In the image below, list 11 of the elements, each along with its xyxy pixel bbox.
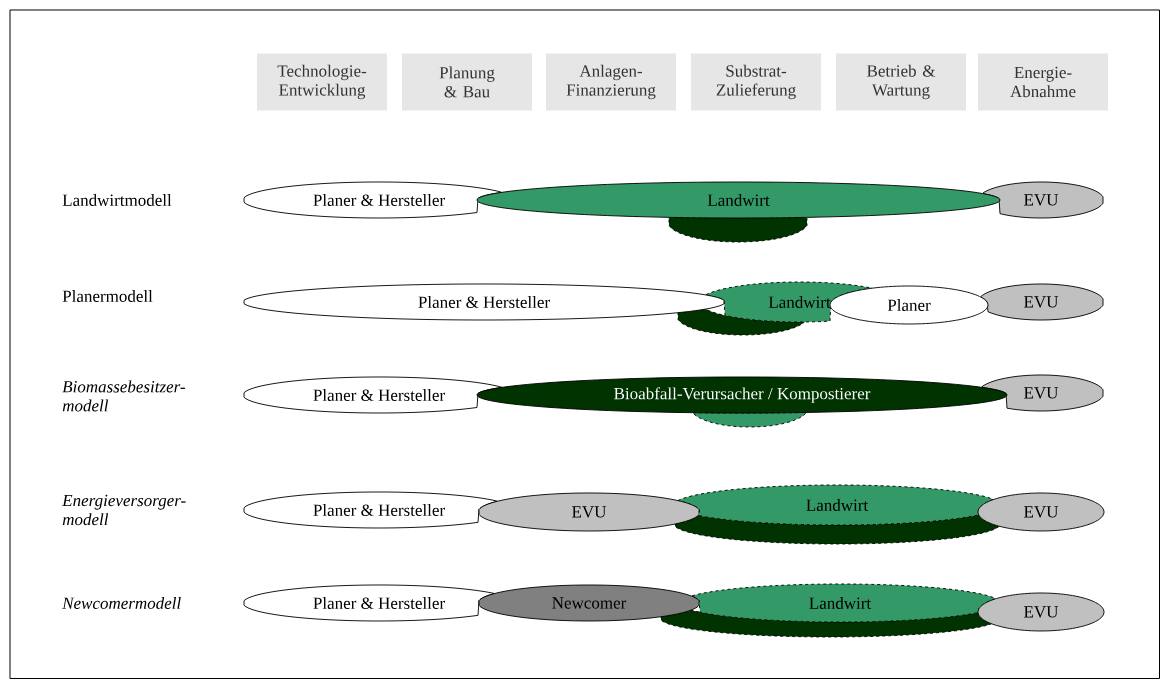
header-box: Anlagen-Finanzierung bbox=[546, 53, 676, 111]
header-box: Energie-Abnahme bbox=[978, 53, 1108, 111]
row-label: Newcomermodell bbox=[62, 597, 181, 609]
header-box: Betrieb & Wartung bbox=[836, 53, 966, 111]
row-label: Biomassebesitzer-modell bbox=[62, 380, 185, 412]
row-label: Landwirtmodell bbox=[62, 194, 172, 206]
header-box: Planung & Bau bbox=[402, 53, 532, 111]
header-box: Technologie-Entwicklung bbox=[257, 53, 387, 111]
row-label: Energieversorger-modell bbox=[62, 494, 186, 526]
header-box: Substrat-Zulieferung bbox=[691, 53, 821, 111]
row-label: Planermodell bbox=[62, 290, 153, 302]
